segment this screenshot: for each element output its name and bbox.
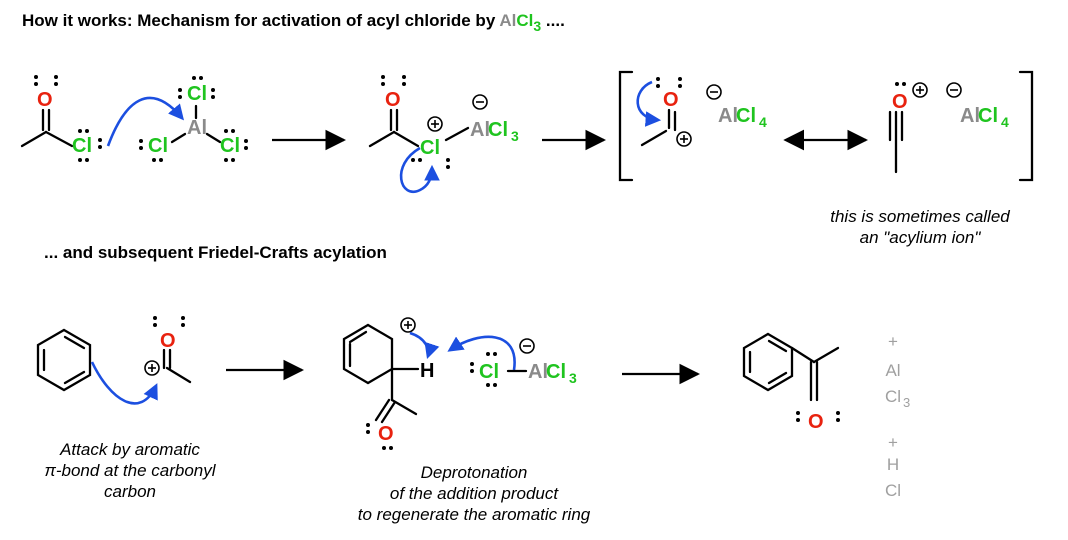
deprotonation-caption-line: to regenerate the aromatic ring — [358, 505, 591, 524]
svg-text:+: + — [888, 433, 898, 452]
negative-charge-icon — [946, 82, 962, 98]
chlorine-atom: Cl — [187, 83, 207, 105]
positive-charge-icon — [676, 131, 692, 147]
oxygen-atom: O — [892, 91, 908, 113]
svg-text:+: + — [888, 332, 898, 351]
oxygen-atom: O — [378, 423, 394, 445]
chlorine-atom: Cl — [220, 135, 240, 157]
negative-charge-icon — [472, 94, 488, 110]
svg-text:3: 3 — [903, 395, 910, 410]
svg-text:Al: Al — [528, 361, 548, 383]
attack-caption-line: carbon — [104, 482, 156, 501]
curly-arrow — [409, 331, 440, 359]
tetrachloroaluminate-ion: Al Cl 4 — [946, 82, 1009, 130]
svg-text:Al: Al — [885, 361, 900, 380]
aluminum-atom: Al — [187, 117, 207, 139]
positive-charge-icon — [400, 317, 416, 333]
oxygen-atom: O — [385, 89, 401, 111]
oxygen-atom: O — [663, 89, 679, 111]
chlorine-atom: Cl — [72, 135, 92, 157]
positive-charge-icon — [144, 360, 160, 376]
negative-charge-icon — [519, 338, 535, 354]
curly-arrow — [447, 335, 516, 371]
attack-caption-line: Attack by aromatic — [59, 440, 200, 459]
chloroaluminate-base: Cl Al Cl 3 — [470, 338, 577, 387]
acylium-caption-line: an "acylium ion" — [860, 228, 982, 247]
acylium-ion: O — [144, 316, 192, 384]
svg-text:Al: Al — [470, 119, 490, 141]
deprotonation-caption-line: Deprotonation — [421, 463, 528, 482]
negative-charge-icon — [706, 84, 722, 100]
svg-text:H: H — [887, 455, 899, 474]
acylium-caption-line: this is sometimes called — [830, 207, 1010, 226]
section-subtitle: ... and subsequent Friedel-Crafts acylat… — [44, 243, 387, 262]
svg-text:Cl: Cl — [885, 387, 901, 406]
oxygen-atom: O — [37, 89, 53, 111]
svg-text:3: 3 — [569, 370, 577, 386]
curly-arrow — [90, 361, 158, 405]
acylium-resonance-2: O — [888, 82, 928, 174]
chlorine-atom: Cl — [148, 135, 168, 157]
aluminum-chloride: Cl Al Cl Cl — [139, 76, 248, 162]
svg-text:Cl: Cl — [885, 481, 901, 500]
acetophenone-product: O — [742, 332, 840, 433]
chlorine-atom: Cl — [420, 137, 440, 159]
curly-arrow — [399, 146, 440, 194]
svg-text:Cl: Cl — [488, 119, 508, 141]
hydrogen-atom: H — [420, 360, 434, 382]
deprotonation-caption-line: of the addition product — [390, 484, 560, 503]
svg-text:4: 4 — [1001, 114, 1009, 130]
acylium-resonance-1: O — [640, 77, 692, 147]
bracket-right — [1018, 70, 1034, 182]
arenium-intermediate: H O — [342, 317, 434, 450]
byproducts: + Al Cl 3 + H Cl — [885, 332, 910, 500]
svg-text:4: 4 — [759, 114, 767, 130]
svg-text:Al: Al — [960, 105, 980, 127]
svg-text:Cl: Cl — [736, 105, 756, 127]
svg-text:3: 3 — [511, 128, 519, 144]
oxygen-atom: O — [160, 330, 176, 352]
curly-arrow — [636, 80, 662, 127]
svg-text:Cl: Cl — [978, 105, 998, 127]
bracket-left — [618, 70, 634, 182]
page-title: How it works: Mechanism for activation o… — [22, 11, 565, 34]
svg-text:Al: Al — [718, 105, 738, 127]
attack-caption-line: π-bond at the carbonyl — [44, 461, 216, 480]
curly-arrow — [106, 96, 185, 147]
benzene — [36, 328, 92, 392]
svg-text:Cl: Cl — [546, 361, 566, 383]
positive-charge-icon — [427, 116, 443, 132]
svg-text:Cl: Cl — [479, 361, 499, 383]
acyl-chloride-alcl3-complex: O Cl Al Cl 3 — [368, 75, 519, 169]
oxygen-atom: O — [808, 411, 824, 433]
tetrachloroaluminate-ion: Al Cl 4 — [706, 84, 767, 130]
acetyl-chloride: O Cl — [20, 75, 102, 162]
positive-charge-icon — [912, 82, 928, 98]
